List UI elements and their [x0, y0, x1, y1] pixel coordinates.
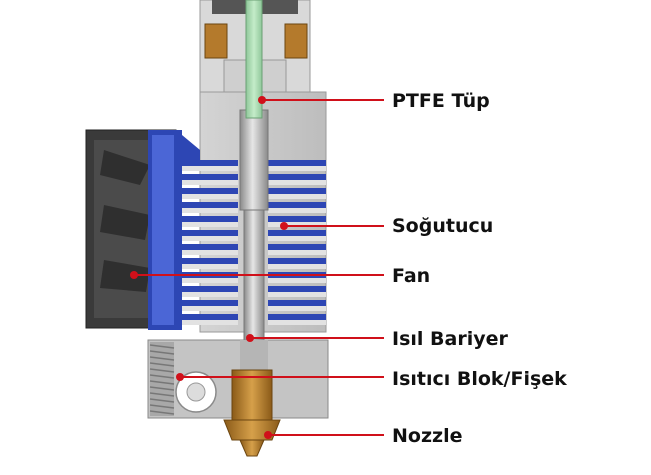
fin-left: [168, 230, 238, 236]
fin-right: [268, 202, 326, 208]
fin-left-gap: [168, 222, 238, 227]
heatsink-fins-right: [268, 160, 326, 325]
fin-right: [268, 174, 326, 180]
label-heat-break: Isıl Bariyer: [392, 328, 508, 350]
fin-right-gap: [268, 208, 326, 213]
thread-line: [149, 386, 175, 391]
fin-right: [268, 314, 326, 320]
fin-right-gap: [268, 292, 326, 297]
fin-left-gap: [168, 278, 238, 283]
fin-left-gap: [168, 208, 238, 213]
fin-left: [168, 188, 238, 194]
fin-left-gap: [168, 320, 238, 325]
fin-left: [168, 244, 238, 250]
nozzle-part: [223, 369, 281, 457]
fin-right-gap: [268, 264, 326, 269]
fin-right-gap: [268, 236, 326, 241]
label-heater-block: Isıtıcı Blok/Fişek: [392, 368, 567, 390]
fin-right-gap: [268, 278, 326, 283]
fin-right-gap: [268, 306, 326, 311]
leader-dot: [130, 271, 138, 279]
thread-line: [149, 404, 175, 409]
ptfe-tube: [245, 0, 263, 119]
heater-threads: [149, 344, 175, 415]
thread-line: [149, 398, 175, 403]
leader-dot: [280, 222, 288, 230]
fin-left: [168, 216, 238, 222]
thread-line: [149, 344, 175, 349]
fin-left: [168, 314, 238, 320]
fin-right: [268, 160, 326, 166]
fin-right: [268, 230, 326, 236]
thread-line: [149, 350, 175, 355]
fin-left-gap: [168, 306, 238, 311]
thread-line: [149, 380, 175, 385]
leader-dot: [246, 334, 254, 342]
fin-left-gap: [168, 166, 238, 171]
fin-left-gap: [168, 180, 238, 185]
thread-line: [149, 368, 175, 373]
fin-left-gap: [168, 236, 238, 241]
thread-line: [149, 362, 175, 367]
fin-left: [168, 202, 238, 208]
label-ptfe-tube: PTFE Tüp: [392, 90, 490, 112]
fin-right: [268, 286, 326, 292]
label-heatsink: Soğutucu: [392, 215, 494, 237]
fin-right: [268, 216, 326, 222]
leader-dot: [264, 431, 272, 439]
fin-right-gap: [268, 222, 326, 227]
fin-left: [168, 300, 238, 306]
leader-dot: [176, 373, 184, 381]
heatsink-fins-left: [168, 160, 238, 325]
label-fan: Fan: [392, 265, 431, 287]
thread-line: [149, 374, 175, 379]
thread-line: [149, 356, 175, 361]
fin-right: [268, 258, 326, 264]
fin-left: [168, 258, 238, 264]
thread-line: [149, 410, 175, 415]
fin-left-gap: [168, 292, 238, 297]
label-nozzle: Nozzle: [392, 425, 463, 447]
fin-right-gap: [268, 194, 326, 199]
fin-right-gap: [268, 320, 326, 325]
fin-right-gap: [268, 250, 326, 255]
leader-lines: [130, 96, 384, 439]
fin-left: [168, 174, 238, 180]
fin-right: [268, 244, 326, 250]
fin-left: [168, 286, 238, 292]
fin-left: [168, 160, 238, 166]
fin-right-gap: [268, 166, 326, 171]
fin-right-gap: [268, 180, 326, 185]
central-rod: [239, 109, 269, 341]
fin-left-gap: [168, 264, 238, 269]
fan-body: [85, 129, 200, 330]
fin-right: [268, 300, 326, 306]
thread-line: [149, 392, 175, 397]
fin-left-gap: [168, 250, 238, 255]
leader-dot: [258, 96, 266, 104]
fin-right: [268, 188, 326, 194]
fin-left-gap: [168, 194, 238, 199]
